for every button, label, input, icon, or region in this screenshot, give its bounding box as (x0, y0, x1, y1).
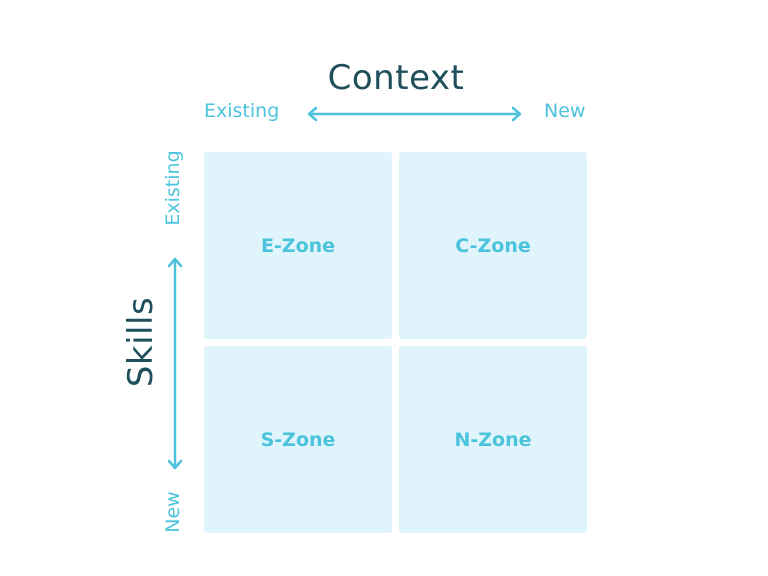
skills-new-label: New (162, 491, 184, 533)
e-zone-label: E-Zone (260, 234, 336, 257)
context-axis-title: Context (327, 58, 465, 98)
skills-axis-title: Skills (121, 296, 161, 388)
n-zone-label: N-Zone (454, 428, 532, 451)
quadrant-c-zone: C-Zone (399, 152, 587, 339)
horizontal-double-arrow-icon (307, 106, 522, 122)
context-existing-label: Existing (204, 100, 280, 122)
skills-existing-label: Existing (162, 150, 184, 226)
s-zone-label: S-Zone (260, 428, 336, 451)
c-zone-label: C-Zone (455, 234, 531, 257)
quadrant-e-zone: E-Zone (204, 152, 392, 339)
quadrant-n-zone: N-Zone (399, 346, 587, 533)
quadrant-s-zone: S-Zone (204, 346, 392, 533)
context-new-label: New (544, 100, 586, 122)
vertical-double-arrow-icon (167, 257, 183, 470)
